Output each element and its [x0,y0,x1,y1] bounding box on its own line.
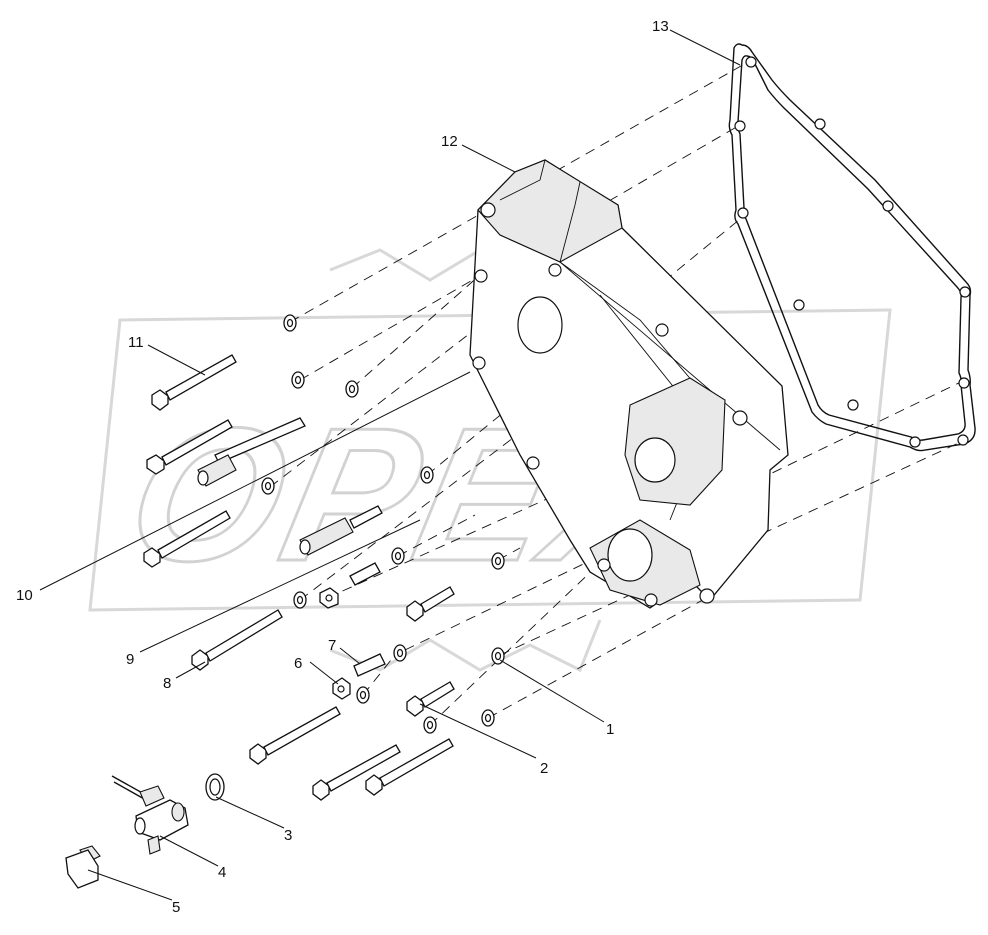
callout-13: 13 [652,18,669,35]
callout-9: 9 [126,651,134,668]
callout-5: 5 [172,899,180,916]
callout-4: 4 [218,864,226,881]
gear-cover-part-12 [469,159,789,609]
callout-labels: 13 12 11 10 9 8 6 7 1 2 3 4 5 [16,18,669,916]
callout-7: 7 [328,637,336,654]
washers [205,314,505,801]
leader-lines [39,29,741,901]
callout-1: 1 [606,721,614,738]
callout-2: 2 [540,760,548,777]
drain-tap-part-4 [111,775,189,855]
callout-10: 10 [16,587,33,604]
callout-6: 6 [294,655,302,672]
callout-12: 12 [441,133,458,150]
callout-8: 8 [163,675,171,692]
plug-part-5 [65,845,101,889]
callout-11: 11 [128,334,144,351]
bolts [143,354,455,801]
spacers-and-nuts [197,454,386,700]
gasket-part-13 [728,43,976,452]
callout-3: 3 [284,827,292,844]
